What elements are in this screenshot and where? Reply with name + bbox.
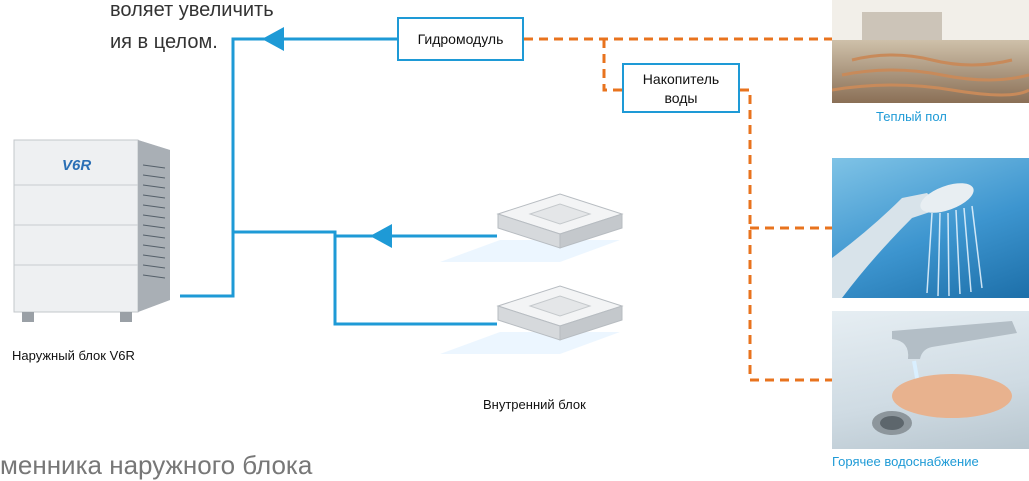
underfloor-heating-photo	[832, 0, 1029, 103]
refrigerant-line-indoor-bottom	[333, 236, 497, 326]
refrigerant-line-main	[180, 37, 397, 298]
intro-line-2: ия в целом.	[110, 31, 218, 53]
outdoor-unit-caption: Наружный блок V6R	[12, 348, 135, 363]
hydromodule-label: Гидромодуль	[417, 31, 504, 47]
indoor-unit-top-illustration	[440, 193, 624, 262]
water-tank-box: Накопитель воды	[622, 63, 740, 113]
hydromodule-box: Гидромодуль	[397, 17, 524, 61]
water-line-tank-out	[740, 88, 832, 382]
intro-line-1: воляет увеличить	[110, 0, 274, 21]
hot-water-tap-photo	[832, 311, 1029, 449]
refrigerant-arrow-middle	[370, 224, 392, 248]
outdoor-unit-illustration: V6R	[13, 139, 170, 322]
water-tank-label-line2: воды	[664, 90, 698, 106]
hot-water-caption: Горячее водоснабжение	[832, 454, 979, 469]
indoor-unit-bottom-illustration	[440, 285, 624, 354]
refrigerant-line-indoor-top	[233, 230, 497, 238]
intro-text: воляет увеличить ия в целом.	[110, 0, 274, 58]
refrigerant-arrow-top	[262, 27, 284, 51]
bottom-heading: менника наружного блока	[0, 450, 313, 480]
underfloor-heating-caption: Теплый пол	[876, 109, 947, 124]
outdoor-unit-logo: V6R	[62, 157, 91, 174]
indoor-unit-caption: Внутренний блок	[483, 397, 586, 412]
water-tank-label-line1: Накопитель	[642, 71, 720, 87]
shower-photo	[832, 158, 1029, 298]
water-line-hydro-to-tank	[602, 39, 622, 92]
